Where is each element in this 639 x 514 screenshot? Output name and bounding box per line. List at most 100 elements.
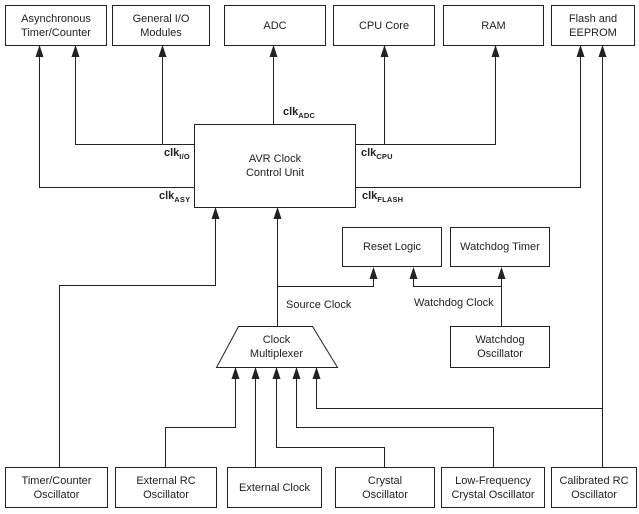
clk-prefix: clk [362, 190, 378, 202]
block-clock-multiplexer: Clock Multiplexer [216, 326, 337, 367]
arrowhead [231, 367, 240, 379]
wire-crystal-osc [276, 368, 385, 467]
block-label: Timer/Counter Oscillator [21, 474, 92, 501]
connector-external-clock-to-multiplexer [251, 367, 260, 467]
connector-calibrated-rc-to-multiplexer [312, 367, 603, 409]
block-adc: ADC [224, 5, 326, 46]
arrowhead [272, 367, 281, 379]
connector-clk-cpu-to-cpu-core [380, 45, 389, 145]
block-label: General I/O Modules [132, 12, 190, 39]
arrowhead [35, 45, 44, 57]
block-asynchronous-timer-counter: Asynchronous Timer/Counter [5, 5, 107, 46]
block-general-io-modules: General I/O Modules [112, 5, 210, 46]
clk-subscript: I/O [179, 152, 190, 161]
arrowhead [273, 207, 282, 219]
clk-prefix: clk [164, 147, 180, 159]
connector-clk-asy-to-async-timer [35, 45, 194, 188]
wire-clk-io [75, 46, 194, 145]
wire-source-clock-branch [277, 268, 374, 287]
label-clk-io: clkI/O [164, 147, 190, 161]
block-label: CPU Core [358, 19, 410, 32]
connector-watchdog-clock-to-reset-logic [409, 267, 502, 287]
block-label: External RC Oscillator [136, 474, 196, 501]
block-watchdog-timer: Watchdog Timer [450, 227, 550, 267]
clk-subscript: ADC [298, 111, 316, 120]
connector-calibrated-rc-to-flash-eeprom [598, 45, 607, 467]
clk-subscript: ASY [174, 195, 191, 204]
block-cpu-core: CPU Core [333, 5, 435, 46]
wire-lf-crystal-osc [296, 368, 494, 467]
block-crystal-oscillator: Crystal Oscillator [335, 467, 435, 508]
block-label: Asynchronous Timer/Counter [21, 12, 91, 39]
connector-source-clock-to-reset-logic [277, 267, 378, 287]
block-calibrated-rc-oscillator: Calibrated RC Oscillator [551, 467, 637, 508]
arrowhead [211, 207, 220, 219]
connector-crystal-osc-to-multiplexer [272, 367, 385, 467]
arrowhead [312, 367, 321, 379]
connector-clk-adc-to-adc [269, 45, 278, 124]
arrowhead [292, 367, 301, 379]
label-clk-flash: clkFLASH [362, 190, 403, 204]
block-low-frequency-crystal-oscillator: Low-Frequency Crystal Oscillator [441, 467, 545, 508]
connector-source-clock-to-control-unit [273, 207, 282, 326]
wire-clk-asy [39, 46, 194, 188]
wire-clk-flash [356, 46, 581, 188]
connector-clk-io-to-async-timer [71, 45, 194, 145]
block-label: RAM [481, 19, 506, 32]
label-clk-cpu: clkCPU [361, 147, 393, 161]
connector-clk-io-to-general-io [158, 45, 167, 145]
arrowhead [598, 45, 607, 57]
block-ram: RAM [443, 5, 544, 46]
label-source-clock: Source Clock [286, 299, 352, 311]
wire-external-rc [165, 368, 236, 467]
block-external-clock: External Clock [227, 467, 322, 508]
arrowhead [380, 45, 389, 57]
arrowhead [369, 267, 378, 279]
block-flash-and-eeprom: Flash and EEPROM [551, 5, 635, 46]
block-reset-logic: Reset Logic [342, 227, 442, 267]
block-label: AVR Clock Control Unit [245, 153, 305, 179]
wire-calibrated-rc-mux [316, 368, 603, 409]
wire-timer-counter-osc [59, 208, 216, 467]
block-label: Reset Logic [362, 241, 422, 253]
arrowhead [491, 45, 500, 57]
block-label: Clock Multiplexer [249, 333, 304, 360]
block-label: Watchdog Oscillator [475, 334, 525, 360]
block-label: Calibrated RC Oscillator [559, 474, 629, 501]
connector-external-rc-to-multiplexer [165, 367, 240, 467]
wire-clk-cpu [356, 46, 496, 145]
connector-clk-flash-to-flash-eeprom [356, 45, 585, 188]
connector-watchdog-osc-to-watchdog-timer [497, 267, 506, 326]
arrowhead [251, 367, 260, 379]
connector-timer-counter-osc-to-control-unit [59, 207, 220, 467]
arrowhead [71, 45, 80, 57]
clk-prefix: clk [159, 190, 175, 202]
block-label: ADC [263, 19, 287, 32]
clk-subscript: CPU [376, 152, 393, 161]
clock-multiplexer-shape [215, 326, 339, 368]
arrowhead [576, 45, 585, 57]
arrowhead [158, 45, 167, 57]
arrowhead [269, 45, 278, 57]
arrowhead [409, 267, 418, 279]
block-label: Crystal Oscillator [362, 474, 408, 501]
block-timer-counter-oscillator: Timer/Counter Oscillator [5, 467, 108, 508]
label-clk-asy: clkASY [159, 190, 190, 204]
block-label: Low-Frequency Crystal Oscillator [451, 474, 535, 501]
block-label: Watchdog Timer [460, 241, 540, 253]
arrowhead [497, 267, 506, 279]
block-watchdog-oscillator: Watchdog Oscillator [450, 326, 550, 368]
connector-clk-cpu-to-ram [356, 45, 500, 145]
clk-subscript: FLASH [377, 195, 404, 204]
block-label: External Clock [239, 481, 310, 494]
clk-prefix: clk [361, 147, 377, 159]
clk-prefix: clk [283, 106, 299, 118]
block-external-rc-oscillator: External RC Oscillator [115, 467, 217, 508]
label-watchdog-clock: Watchdog Clock [414, 297, 494, 309]
connector-lf-crystal-osc-to-multiplexer [292, 367, 494, 467]
block-label: Flash and EEPROM [568, 12, 618, 39]
label-clk-adc: clkADC [283, 106, 315, 120]
block-avr-clock-control-unit: AVR Clock Control Unit [194, 124, 356, 208]
